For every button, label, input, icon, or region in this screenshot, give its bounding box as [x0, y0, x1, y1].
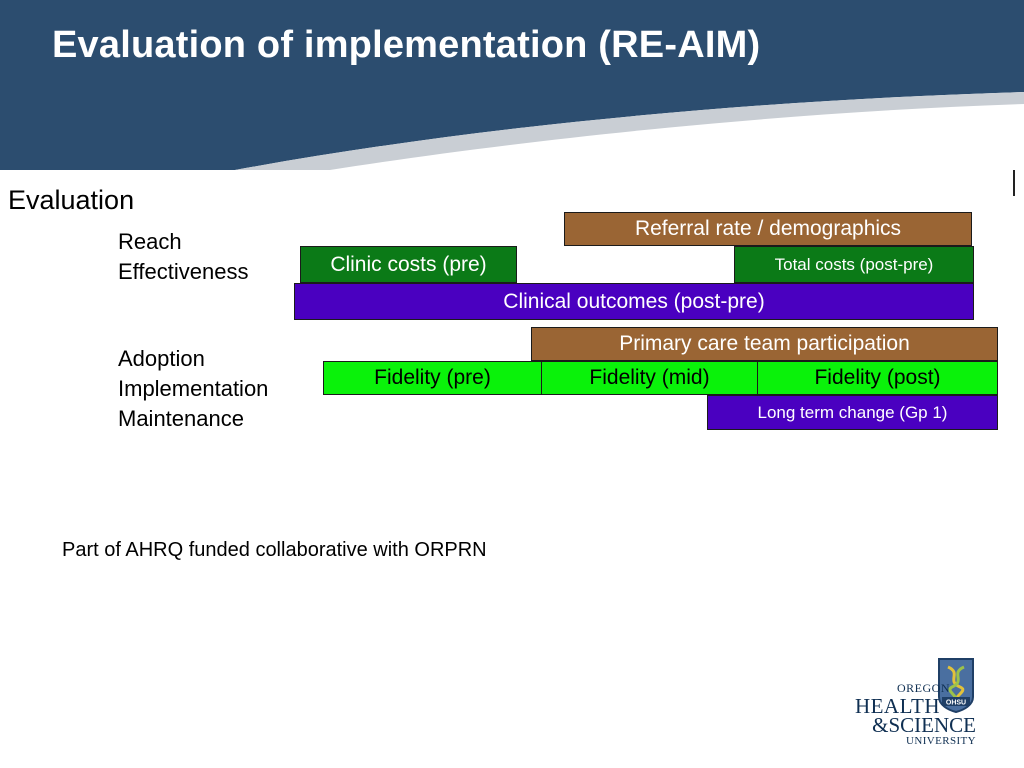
bar-clinic-costs: Clinic costs (pre)	[300, 246, 517, 283]
category-maintenance: Maintenance	[118, 406, 244, 431]
header-swoosh	[0, 0, 1024, 170]
bar-primary-care-participation: Primary care team participation	[531, 327, 998, 361]
footnote: Part of AHRQ funded collaborative with O…	[62, 539, 487, 561]
header-banner: Evaluation of implementation (RE-AIM)	[0, 0, 1024, 175]
logo-badge-text: OHSU	[946, 700, 966, 707]
bar-fidelity-mid: Fidelity (mid)	[541, 361, 758, 395]
bar-clinical-outcomes: Clinical outcomes (post-pre)	[294, 283, 974, 320]
category-reach: Reach	[118, 229, 182, 254]
bar-total-costs: Total costs (post-pre)	[734, 246, 974, 283]
category-adoption: Adoption	[118, 346, 205, 371]
edge-mark	[1013, 170, 1015, 196]
logo-line-science: &SCIENCE	[872, 713, 976, 737]
bar-fidelity-pre: Fidelity (pre)	[323, 361, 542, 395]
slide-title: Evaluation of implementation (RE-AIM)	[52, 24, 761, 66]
logo-line-university: UNIVERSITY	[906, 735, 976, 747]
category-implementation: Implementation	[118, 376, 269, 401]
bar-fidelity-post: Fidelity (post)	[757, 361, 998, 395]
bar-long-term-change: Long term change (Gp 1)	[707, 395, 998, 430]
logo-line-health: HEALTH	[854, 694, 940, 718]
ohsu-logo: OHSU OREGON HEALTH &SCIENCE UNIVERSITY	[838, 655, 988, 755]
bar-referral-rate: Referral rate / demographics	[564, 212, 972, 246]
category-effectiveness: Effectiveness	[118, 259, 249, 284]
ohsu-shield-icon: OHSU	[938, 658, 974, 713]
section-heading: Evaluation	[8, 185, 135, 215]
logo-line-oregon: OREGON	[897, 681, 950, 695]
